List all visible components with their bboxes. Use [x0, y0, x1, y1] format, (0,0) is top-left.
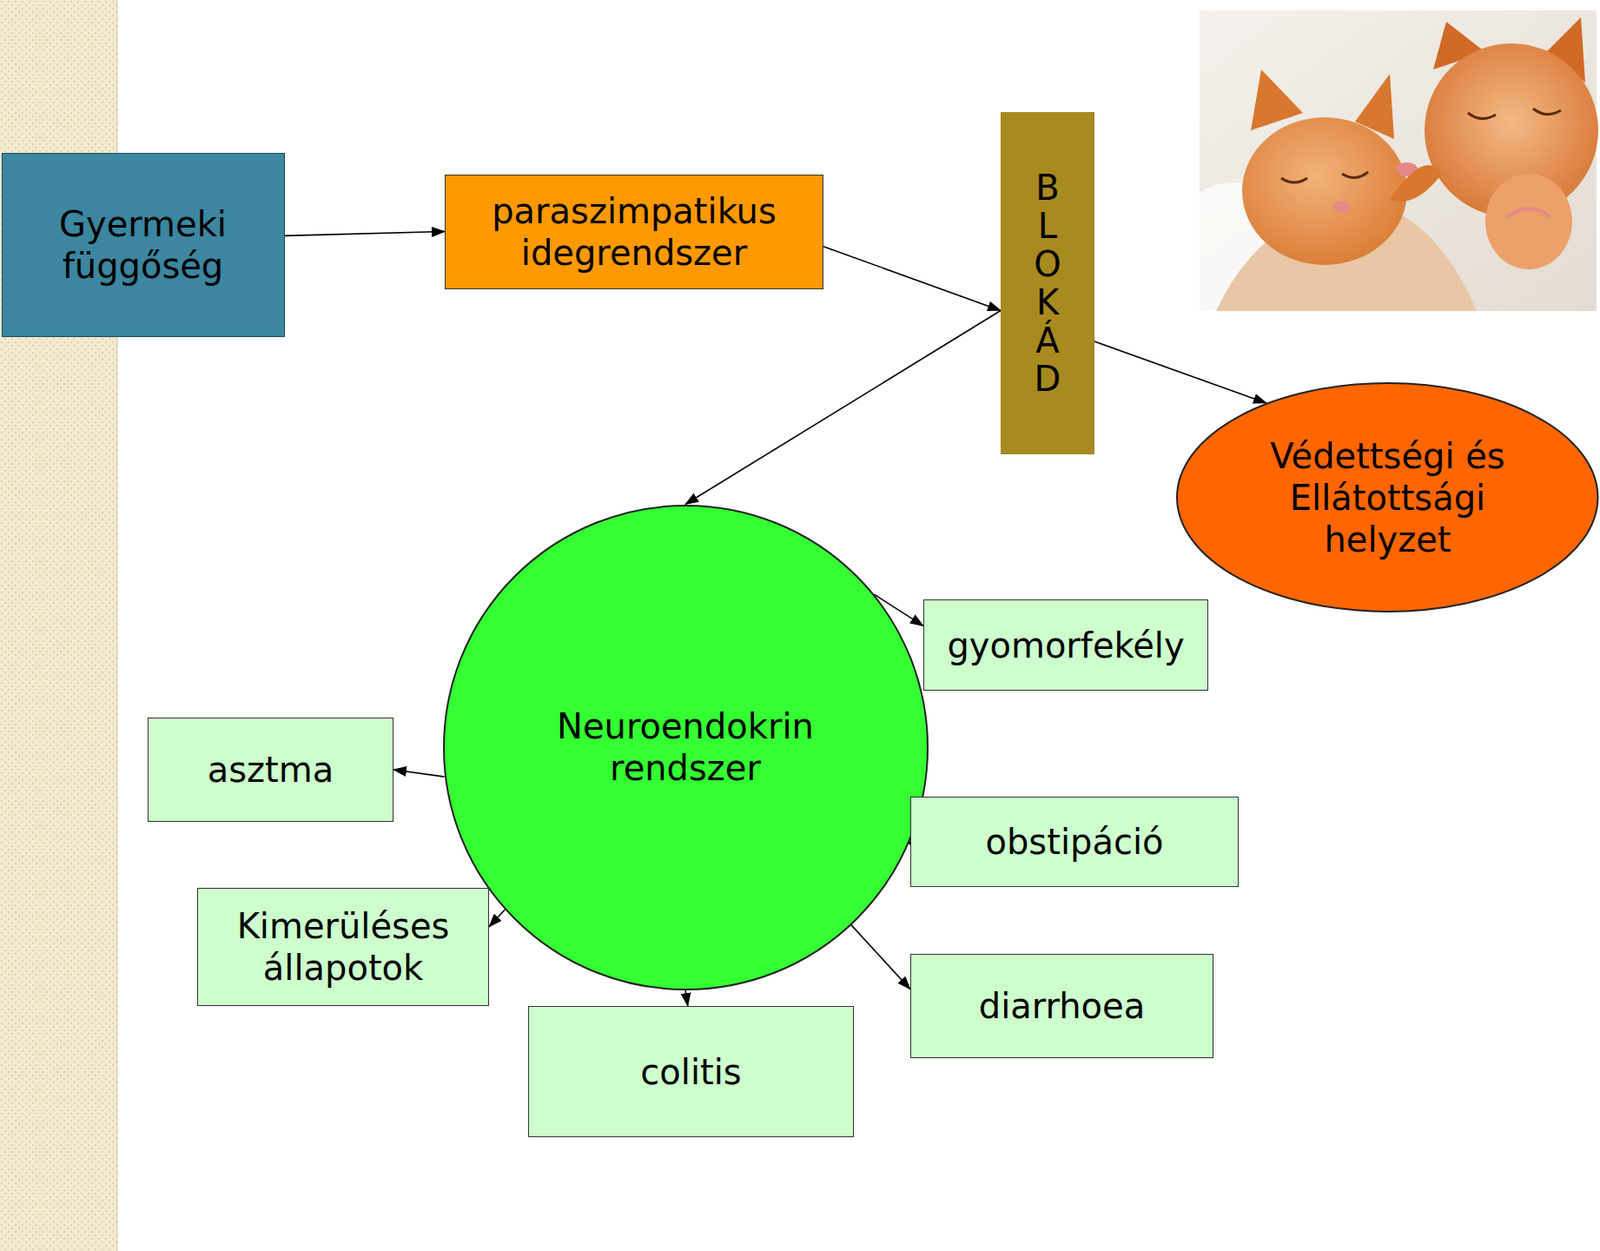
node-label: gyomorfekély — [946, 624, 1184, 667]
disease-box: Kimerüléses állapotok — [197, 887, 490, 1006]
kitten-photo — [1163, 10, 1599, 339]
process-box: Gyermeki függőség — [1, 152, 285, 338]
arrow-connector — [393, 769, 445, 777]
arrow-connector — [823, 246, 1001, 311]
node-label: Neuroendokrin rendszer — [520, 705, 851, 789]
arrow-connector — [685, 310, 1001, 505]
node-label: Védettségi és Ellátottsági helyzet — [1244, 435, 1532, 561]
disease-box: colitis — [528, 1005, 854, 1138]
arrow-connector — [851, 924, 911, 989]
blockade-band: BLOKÁD — [1000, 112, 1095, 455]
vertical-label: BLOKÁD — [1030, 168, 1065, 398]
node-label: Kimerüléses állapotok — [212, 905, 474, 989]
arrow-connector — [1094, 341, 1267, 404]
process-box: paraszimpatikus idegrendszer — [444, 174, 824, 290]
disease-box: diarrhoea — [910, 953, 1214, 1058]
disease-box: obstipáció — [910, 796, 1239, 887]
node-label: colitis — [640, 1051, 741, 1093]
state-ellipse: Védettségi és Ellátottsági helyzet — [1176, 382, 1600, 613]
node-label: asztma — [207, 748, 335, 791]
disease-box: gyomorfekély — [923, 599, 1209, 691]
arrow-connector — [685, 990, 688, 1007]
node-label: diarrhoea — [978, 985, 1145, 1027]
node-label: Gyermeki függőség — [17, 203, 270, 287]
node-label: obstipáció — [985, 820, 1164, 863]
ellipse-shape — [1176, 383, 1599, 612]
disease-box: asztma — [147, 717, 394, 822]
arrow-connector — [489, 909, 505, 927]
node-label: paraszimpatikus idegrendszer — [460, 190, 808, 274]
arrow-connector — [284, 231, 446, 237]
system-circle: Neuroendokrin rendszer — [442, 504, 929, 991]
circle-outline — [442, 504, 929, 991]
circle-shape — [443, 505, 928, 990]
